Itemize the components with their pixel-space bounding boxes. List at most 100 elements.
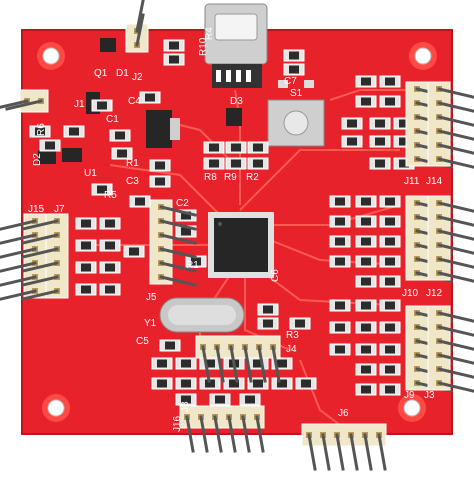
header-pin — [255, 415, 265, 453]
label-c5: C5 — [136, 336, 149, 347]
regulator-tab — [170, 118, 180, 140]
header-pin — [377, 433, 387, 471]
smd-body — [385, 277, 395, 286]
smd-body — [385, 237, 395, 246]
smd-body — [385, 301, 395, 310]
smd-body — [155, 161, 165, 170]
header-body — [405, 195, 429, 281]
smd-body — [347, 137, 357, 146]
label-c2: C2 — [176, 198, 189, 209]
label-j6: J6 — [338, 408, 349, 419]
smd-body — [35, 127, 45, 136]
label-c1: C1 — [106, 114, 119, 125]
header-pin — [437, 381, 474, 393]
smd-body — [253, 159, 263, 168]
header-body — [19, 89, 49, 113]
header-pin — [349, 433, 359, 471]
push-switch-s1 — [267, 80, 325, 147]
label-s1: S1 — [290, 88, 303, 99]
header-body — [149, 199, 173, 285]
header-pin — [159, 275, 197, 287]
smd-body — [165, 341, 175, 350]
smd-body — [385, 385, 395, 394]
smd-body — [135, 197, 145, 206]
smd-body — [191, 257, 201, 266]
header-pin — [135, 13, 145, 47]
header-pin — [159, 205, 197, 217]
header-pin — [199, 415, 209, 453]
label-j14: J14 — [426, 176, 443, 187]
smd-body — [399, 159, 409, 168]
smd-body — [229, 379, 239, 388]
header-body — [301, 423, 387, 447]
header-pin — [0, 261, 37, 273]
header-pin — [21, 275, 59, 287]
label-j7: J7 — [54, 204, 65, 215]
header-pin — [271, 345, 281, 383]
smd-body — [361, 257, 371, 266]
smd-body — [361, 97, 371, 106]
smd-body — [253, 379, 263, 388]
header-pin — [159, 247, 197, 259]
header-pin — [321, 433, 331, 471]
label-j4: J4 — [286, 344, 297, 355]
smd-body — [105, 219, 115, 228]
usb-connector — [204, 3, 268, 88]
diode-d1-body — [100, 38, 116, 52]
label-j8: J8 — [180, 401, 191, 412]
smd-body — [289, 51, 299, 60]
label-j15: J15 — [28, 204, 45, 215]
smd-body — [253, 359, 263, 368]
header-body — [427, 195, 451, 281]
label-j9: J9 — [404, 390, 415, 401]
header-pin — [437, 115, 474, 127]
label-r8: R8 — [204, 172, 217, 183]
smd-body — [231, 159, 241, 168]
smd-body — [335, 197, 345, 206]
trace — [329, 89, 410, 101]
trace — [109, 164, 221, 216]
mounting-hole — [414, 47, 432, 65]
smd-body — [81, 241, 91, 250]
pin1-marker — [218, 222, 222, 226]
ic-u1-body — [62, 148, 82, 162]
header-pin — [437, 325, 474, 337]
header-pin — [159, 219, 197, 231]
mounting-hole — [42, 47, 60, 65]
diode-d3-body — [226, 108, 242, 126]
header-pin — [159, 233, 197, 245]
smd-body — [157, 379, 167, 388]
header-pin — [437, 101, 474, 113]
label-r10: R10 — [198, 37, 209, 56]
smd-body — [375, 159, 385, 168]
smd-body — [361, 197, 371, 206]
header-pin — [437, 271, 474, 283]
header-pin — [241, 415, 251, 453]
smd-body — [81, 285, 91, 294]
label-j10: J10 — [402, 288, 419, 299]
smd-body — [263, 319, 273, 328]
smd-body — [181, 395, 191, 404]
header-body — [195, 335, 281, 359]
smd-body — [335, 217, 345, 226]
label-r3: R3 — [286, 330, 299, 341]
label-y1: Y1 — [144, 318, 157, 329]
label-j16: J16 — [172, 415, 183, 432]
header-pin — [215, 345, 225, 383]
header-body — [405, 81, 429, 167]
smd-body — [145, 93, 155, 102]
smd-body — [375, 137, 385, 146]
mcu-body — [214, 218, 268, 272]
smd-body — [361, 365, 371, 374]
header-body — [427, 305, 451, 391]
smd-body — [399, 137, 409, 146]
crystal-y1 — [159, 297, 245, 333]
header-pin — [437, 129, 474, 141]
smd-body — [385, 197, 395, 206]
smd-body — [205, 379, 215, 388]
header-pin — [437, 311, 474, 323]
smd-body — [181, 359, 191, 368]
smd-body — [385, 97, 395, 106]
